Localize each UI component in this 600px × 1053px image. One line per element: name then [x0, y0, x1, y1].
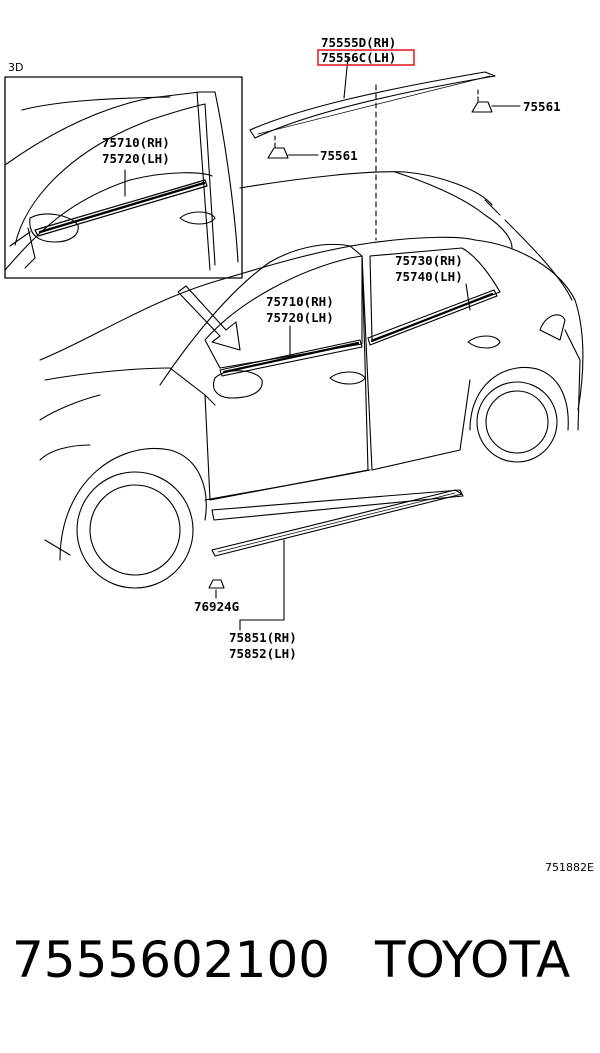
car-body	[39, 171, 584, 589]
callout-rocker-lh: 75852(LH)	[229, 646, 297, 661]
diagram-code: 751882E	[545, 861, 594, 874]
callout-roof-rh: 75555D(RH)	[321, 35, 396, 50]
part-number: 7555602100	[12, 931, 331, 989]
roof-moulding	[249, 56, 496, 139]
callout-front-lh: 75720(LH)	[266, 310, 334, 325]
brand-name: TOYOTA	[375, 931, 571, 989]
inset-label: 3D	[8, 61, 23, 74]
inset-pointer-arrow	[177, 285, 241, 351]
callout-rocker-rh: 75851(RH)	[229, 630, 297, 645]
callout-clip-right: 75561	[523, 99, 561, 114]
callout-roof-lh: 75556C(LH)	[321, 50, 396, 65]
callout-rear-lh: 75740(LH)	[395, 269, 463, 284]
inset-view	[4, 76, 243, 279]
callout-rear-rh: 75730(RH)	[395, 253, 463, 268]
callout-front-rh: 75710(RH)	[266, 294, 334, 309]
rocker-moulding	[211, 489, 463, 631]
callout-clip-left: 75561	[320, 148, 358, 163]
inset-frame	[4, 76, 243, 279]
callout-inset-front-rh: 75710(RH)	[102, 135, 170, 150]
callout-roof-lh-highlight	[317, 49, 415, 66]
callout-rocker-clip: 76924G	[194, 599, 239, 614]
rocker-clip	[208, 579, 225, 599]
roof-clip-left	[267, 135, 319, 159]
roof-clip-right	[471, 89, 521, 113]
callout-inset-front-lh: 75720(LH)	[102, 151, 170, 166]
